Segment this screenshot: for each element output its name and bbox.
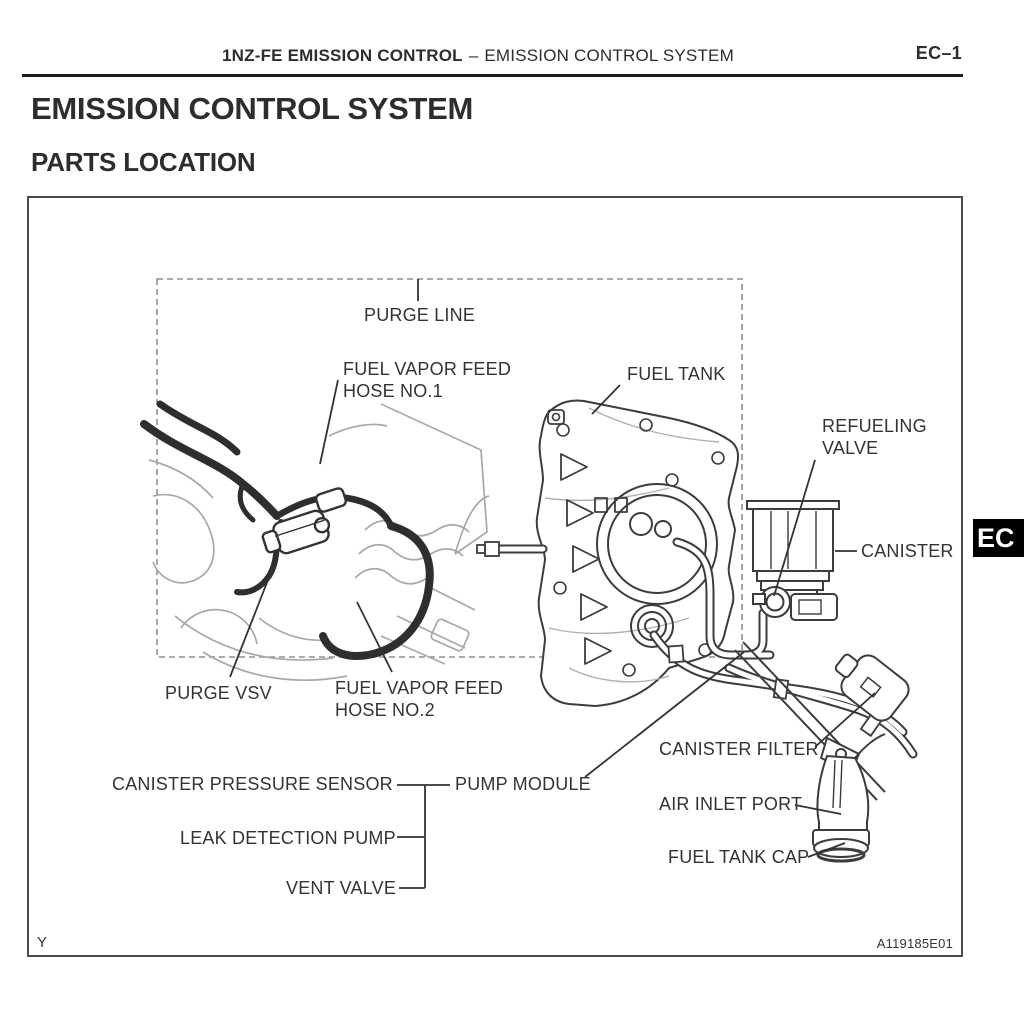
label-leak-detection-pump: LEAK DETECTION PUMP	[180, 828, 396, 848]
label-fuel-vapor-feed-hose-2: FUEL VAPOR FEED HOSE NO.2	[335, 678, 504, 720]
label-fuel-vapor-feed-hose-1: FUEL VAPOR FEED HOSE NO.1	[343, 359, 512, 401]
label-fuel-tank: FUEL TANK	[627, 364, 726, 384]
header-separator: –	[468, 46, 479, 65]
header-section-title: 1NZ-FE EMISSION CONTROL	[222, 46, 463, 65]
label-canister-filter: CANISTER FILTER	[659, 739, 819, 759]
label-vent-valve: VENT VALVE	[286, 878, 397, 898]
label-air-inlet-port: AIR INLET PORT	[659, 794, 803, 814]
canister-drawing	[746, 500, 840, 621]
fuel-tank-drawing	[535, 399, 739, 708]
purge-line-dashed-boundary	[156, 278, 743, 658]
engine-background-lines	[148, 403, 490, 681]
label-fuel-tank-cap: FUEL TANK CAP	[668, 847, 810, 867]
section-title: PARTS LOCATION	[31, 147, 256, 177]
header-rule	[22, 74, 963, 77]
label-pump-module: PUMP MODULE	[455, 774, 591, 794]
label-canister: CANISTER	[861, 541, 954, 561]
label-purge-vsv: PURGE VSV	[165, 683, 272, 703]
parts-location-diagram	[140, 278, 918, 889]
leader-lines	[229, 279, 876, 889]
header-subsection-title: EMISSION CONTROL SYSTEM	[484, 46, 734, 65]
figure-footer-mark: Y	[37, 934, 48, 951]
page-title: EMISSION CONTROL SYSTEM	[31, 91, 474, 126]
page-number: EC–1	[915, 43, 962, 63]
label-canister-pressure-sensor: CANISTER PRESSURE SENSOR	[112, 774, 393, 794]
figure-code: A119185E01	[876, 936, 953, 951]
ec-section-tab: EC	[973, 519, 1024, 557]
purge-vsv-drawing	[261, 487, 347, 555]
label-refueling-valve: REFUELING VALVE	[822, 416, 927, 458]
label-purge-line: PURGE LINE	[364, 305, 476, 325]
page-header: 1NZ-FE EMISSION CONTROL–EMISSION CONTROL…	[222, 46, 734, 66]
parts-location-figure: PURGE LINE FUEL VAPOR FEED HOSE NO.1 FUE…	[27, 196, 963, 957]
